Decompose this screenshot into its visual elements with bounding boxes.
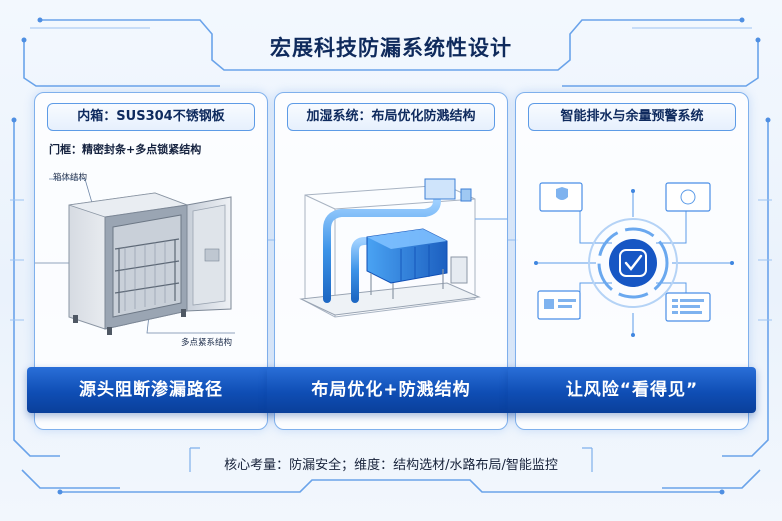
humidifier-piping-illustration	[299, 178, 507, 318]
page-title: 宏展科技防漏系统性设计	[270, 36, 512, 60]
footer-summary: 核心考量：防漏安全；维度：结构选材/水路布局/智能监控	[224, 458, 558, 473]
panel-title: 内箱：SUS304不锈钢板	[47, 103, 255, 131]
smart-monitoring-illustration	[534, 182, 734, 337]
callout-label-lock-structure: 多点紧系结构	[181, 338, 233, 348]
panel-title: 智能排水与余量预警系统	[528, 103, 736, 131]
panel-title: 加湿系统：布局优化防溅结构	[287, 103, 495, 131]
cabinet-illustration	[35, 178, 235, 335]
panel-inner-box: 内箱：SUS304不锈钢板 门框：精密封条+多点锁紧结构 箱体结构 多点紧系结构	[27, 92, 275, 430]
panel-subtitle: 门框：精密封条+多点锁紧结构	[49, 143, 202, 156]
panel-banner: 让风险“看得见”	[508, 367, 756, 413]
panel-smart-drain: 智能排水与余量预警系统	[508, 92, 756, 430]
panel-humidifier: 加湿系统：布局优化防溅结构	[267, 92, 515, 430]
panel-banner: 布局优化+防溅结构	[267, 367, 515, 413]
panel-banner: 源头阻断渗漏路径	[27, 367, 275, 413]
callout-label-box-structure: 箱体结构	[53, 173, 88, 183]
